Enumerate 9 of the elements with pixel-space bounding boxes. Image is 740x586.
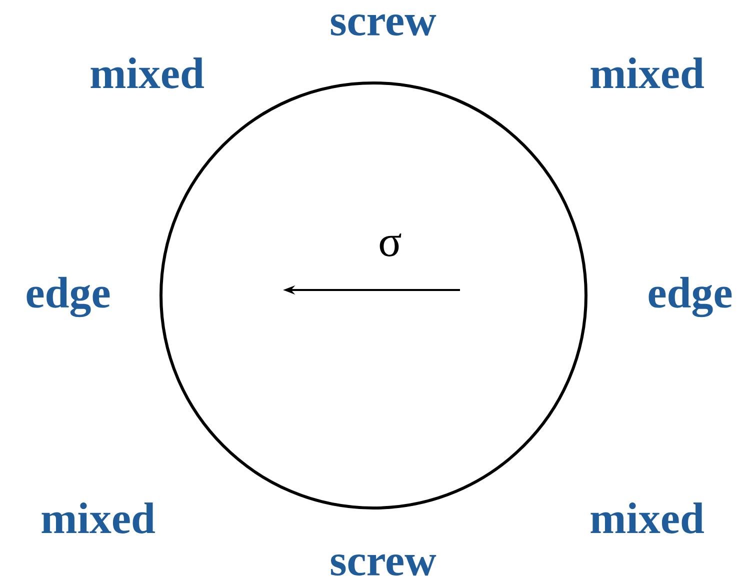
dislocation-type-label: edge [648, 276, 732, 318]
dislocation-type-label: mixed [590, 502, 704, 534]
stress-symbol: σ [380, 234, 402, 256]
dislocation-type-label: edge [26, 276, 110, 318]
dislocation-type-label: mixed [90, 58, 204, 88]
dislocation-type-label: mixed [590, 58, 704, 88]
dislocation-type-label: mixed [42, 502, 155, 534]
dislocation-type-label: screw [331, 14, 436, 36]
dislocation-type-label: screw [331, 554, 436, 576]
